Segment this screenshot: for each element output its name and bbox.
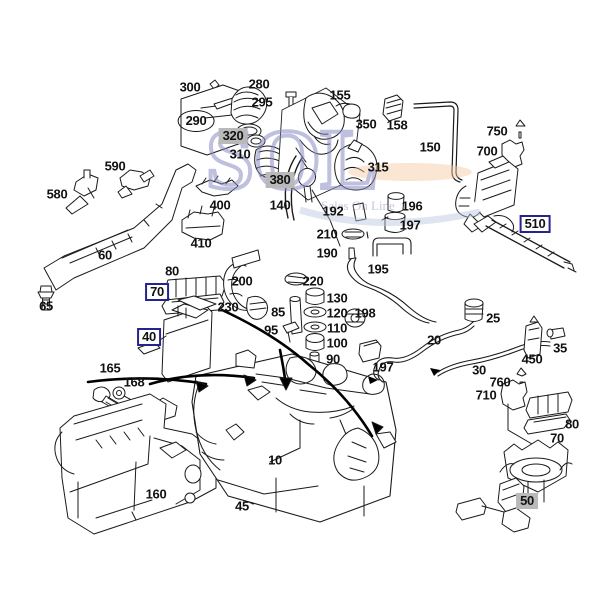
callout-580: 580 <box>46 186 68 202</box>
callout-315: 315 <box>367 159 389 175</box>
part-155-350-158 <box>335 94 404 122</box>
part-280-bolt <box>285 91 297 110</box>
callout-155: 155 <box>329 87 351 103</box>
callout-350: 350 <box>355 116 377 132</box>
part-750-clip <box>515 119 526 139</box>
part-95-clip <box>282 321 300 343</box>
part-580-bracket <box>65 169 99 215</box>
part-196-cup <box>387 192 405 213</box>
part-150-pipe <box>413 101 463 183</box>
callout-160: 160 <box>145 486 167 502</box>
callout-300: 300 <box>179 79 201 95</box>
part-197-cup <box>381 211 406 233</box>
part-10-fuel-tank <box>191 349 397 523</box>
assembly-arrow-lines <box>86 308 374 438</box>
callout-590: 590 <box>104 158 126 174</box>
callout-290: 290 <box>177 110 215 132</box>
part-280-bellows <box>230 86 268 125</box>
callout-700: 700 <box>476 143 498 159</box>
callout-200: 200 <box>231 273 253 289</box>
callout-710: 710 <box>475 387 497 403</box>
part-190-nipple <box>348 247 356 260</box>
part-35-sleeve <box>546 327 566 340</box>
callout-158: 158 <box>386 117 408 133</box>
assembly-arrowheads <box>195 374 384 435</box>
part-590-bracket <box>117 169 155 199</box>
callout-310: 310 <box>229 146 251 162</box>
callout-150: 150 <box>419 139 441 155</box>
callout-130: 130 <box>326 290 348 306</box>
callout-120: 120 <box>326 305 348 321</box>
callout-60: 60 <box>98 247 112 263</box>
callout-10: 10 <box>268 452 282 468</box>
part-198-nut <box>344 308 366 328</box>
part-450-valve <box>523 315 543 359</box>
part-195-fuel-lines <box>346 231 437 324</box>
callout-95: 95 <box>264 322 278 338</box>
callout-140: 140 <box>269 197 291 213</box>
part-210-ring <box>341 228 365 240</box>
callout-45: 45 <box>235 498 249 514</box>
callout-65: 65 <box>39 298 53 314</box>
callout-90: 90 <box>326 351 340 367</box>
part-80-gasket-bottom <box>525 391 573 419</box>
callout-220: 220 <box>302 273 324 289</box>
part-80-gasket-top <box>163 275 227 301</box>
callout-85: 85 <box>271 304 285 320</box>
callout-80: 80 <box>165 263 179 279</box>
part-158-fitting <box>382 94 404 122</box>
callout-320: 320 <box>218 128 248 144</box>
part-315-housing <box>334 139 378 191</box>
callout-410: 410 <box>190 235 212 251</box>
part-197b-fitting <box>358 339 382 363</box>
callout-70: 70 <box>145 283 169 301</box>
part-50-level-sender <box>455 439 573 533</box>
callout-380: 380 <box>265 172 295 188</box>
callout-20: 20 <box>427 332 441 348</box>
part-20-line <box>368 321 475 384</box>
part-220-ring <box>284 272 308 286</box>
part-70-seal-bottom <box>523 413 571 435</box>
callout-197: 197 <box>372 359 394 375</box>
part-25-cap <box>464 298 484 322</box>
part-40-fuel-pump <box>137 295 217 383</box>
callout-192: 192 <box>322 203 344 219</box>
callout-195: 195 <box>367 261 389 277</box>
callout-400: 400 <box>209 197 231 213</box>
callout-295: 295 <box>251 94 273 110</box>
part-510-fuel-pump-assembly <box>455 155 577 273</box>
callout-110: 110 <box>326 320 348 336</box>
callout-510: 510 <box>519 215 551 233</box>
part-60-rail <box>43 163 197 291</box>
part-230-hose <box>246 295 269 320</box>
callout-190: 190 <box>316 245 338 261</box>
callout-80: 80 <box>565 416 579 432</box>
callout-210: 210 <box>316 226 338 242</box>
callout-70: 70 <box>550 430 564 446</box>
callout-450: 450 <box>521 351 543 367</box>
part-400-bracket <box>195 175 239 197</box>
callout-165: 165 <box>99 360 121 376</box>
callout-100: 100 <box>326 335 348 351</box>
part-710-grommet <box>500 379 533 445</box>
part-192-clip <box>352 202 367 222</box>
part-410-bracket <box>181 205 225 241</box>
callout-760: 760 <box>489 374 511 390</box>
callout-750: 750 <box>486 123 508 139</box>
callout-35: 35 <box>553 340 567 356</box>
callout-40: 40 <box>137 328 161 346</box>
callout-50: 50 <box>516 493 538 509</box>
callout-280: 280 <box>248 76 270 92</box>
part-160-canister <box>54 393 217 535</box>
callout-230: 230 <box>217 299 239 315</box>
part-65-screw <box>37 285 55 311</box>
callout-30: 30 <box>472 362 486 378</box>
callout-198: 198 <box>354 305 376 321</box>
callout-197: 197 <box>399 217 421 233</box>
callout-196: 196 <box>401 198 423 214</box>
callout-168: 168 <box>123 374 145 390</box>
callout-25: 25 <box>486 310 500 326</box>
